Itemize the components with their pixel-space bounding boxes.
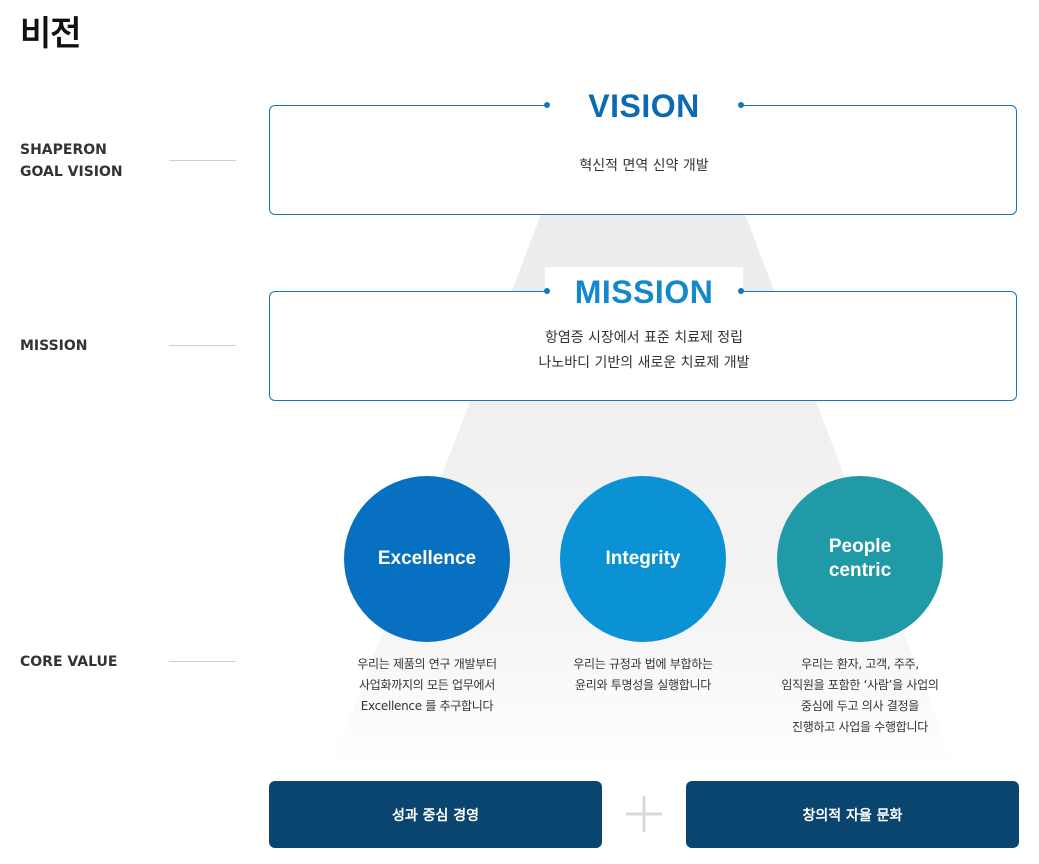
mission-text: 항염증 시장에서 표준 치료제 정립 나노바디 기반의 새로운 치료제 개발 — [269, 326, 1019, 376]
label-connector-line — [169, 160, 236, 161]
core-value-excellence-circle: Excellence — [344, 476, 510, 642]
core-value-people-centric-circle: People centric — [777, 476, 943, 642]
label-goal-vision: SHAPERON GOAL VISION — [20, 139, 123, 183]
core-value-integrity-circle: Integrity — [560, 476, 726, 642]
mission-title-wrap: MISSION — [545, 267, 743, 317]
desc-line: 우리는 규정과 법에 부합하는 — [573, 657, 713, 671]
desc-line: 중심에 두고 의사 결정을 — [801, 699, 919, 713]
label-connector-line — [169, 661, 236, 662]
core-value-integrity-desc: 우리는 규정과 법에 부합하는 윤리와 투명성을 실행합니다 — [533, 654, 753, 696]
page-title: 비전 — [20, 14, 82, 54]
label-connector-line — [169, 345, 236, 346]
desc-line: 윤리와 투명성을 실행합니다 — [575, 678, 711, 692]
core-value-people-centric-desc: 우리는 환자, 고객, 주주, 임직원을 포함한 ‘사람’을 사업의 중심에 두… — [750, 654, 970, 738]
desc-line: 임직원을 포함한 ‘사람’을 사업의 — [781, 678, 939, 692]
core-value-people-label: People — [828, 536, 892, 557]
mission-dot-right — [738, 288, 744, 294]
mission-line-2: 나노바디 기반의 새로운 치료제 개발 — [538, 355, 750, 371]
label-mission: MISSION — [20, 338, 88, 354]
desc-line: 우리는 환자, 고객, 주주, — [801, 657, 919, 671]
core-value-excellence-label: Excellence — [377, 548, 477, 569]
core-value-excellence-desc: 우리는 제품의 연구 개발부터 사업화까지의 모든 업무에서 Excellenc… — [317, 654, 537, 717]
core-value-integrity-label: Integrity — [605, 548, 681, 569]
desc-line: 우리는 제품의 연구 개발부터 — [357, 657, 497, 671]
label-goal-vision-line-1: SHAPERON — [20, 142, 107, 158]
desc-line: 진행하고 사업을 수행합니다 — [792, 720, 928, 734]
vision-title-wrap: VISION — [545, 81, 743, 131]
plus-icon — [626, 796, 662, 832]
mission-dot-left — [544, 288, 550, 294]
vision-title: VISION — [588, 87, 700, 124]
vision-dot-left — [544, 102, 550, 108]
label-goal-vision-line-2: GOAL VISION — [20, 164, 123, 180]
performance-management-block: 성과 중심 경영 — [269, 781, 602, 848]
autonomous-culture-block: 창의적 자율 문화 — [686, 781, 1019, 848]
core-value-centric-label: centric — [828, 560, 892, 581]
mission-title: MISSION — [574, 273, 714, 310]
mission-line-1: 항염증 시장에서 표준 치료제 정립 — [544, 330, 744, 346]
label-core-value: CORE VALUE — [20, 654, 118, 670]
desc-line: Excellence 를 추구합니다 — [360, 699, 494, 713]
vision-text: 혁신적 면역 신약 개발 — [579, 158, 709, 174]
vision-dot-right — [738, 102, 744, 108]
desc-line: 사업화까지의 모든 업무에서 — [359, 678, 495, 692]
